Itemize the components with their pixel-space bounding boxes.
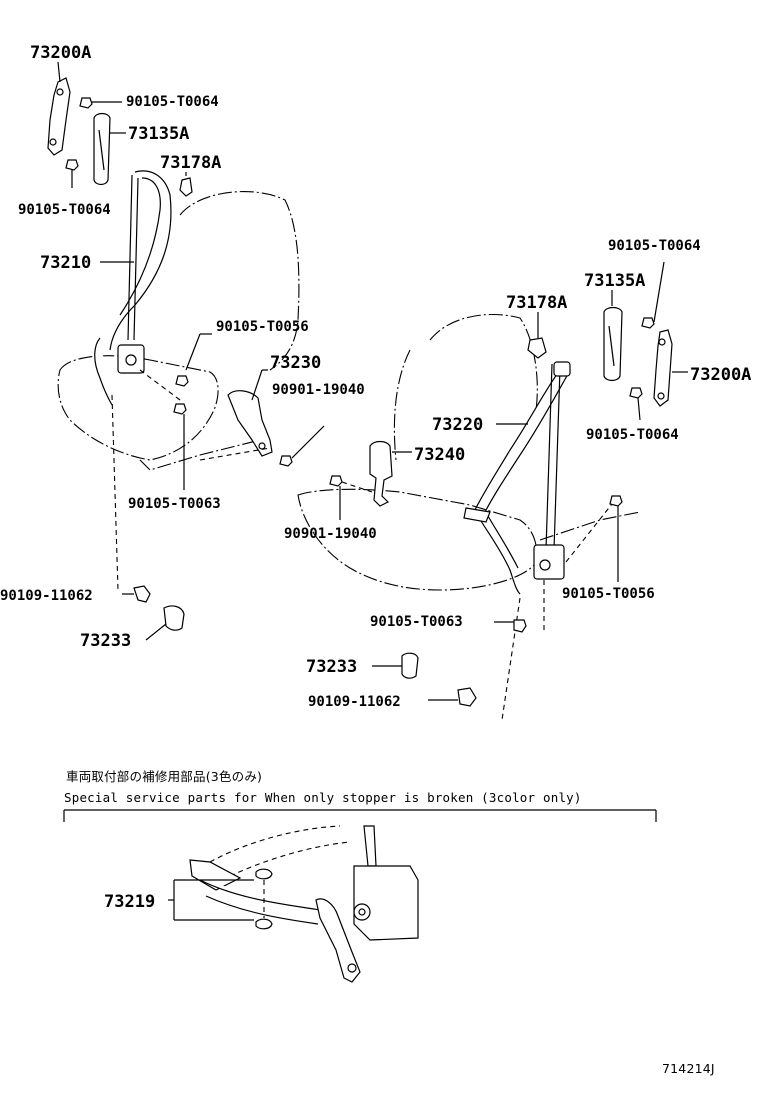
label-73200A-left: 73200A [30,43,91,63]
right-cap-73233[interactable] [372,652,419,679]
label-90105-T0063-left: 90105-T0063 [128,496,221,512]
label-73135A-right: 73135A [584,271,645,291]
label-73200A-right: 73200A [690,365,751,385]
left-buckle-73230[interactable] [227,369,273,457]
label-73240: 73240 [414,445,465,465]
label-73210: 73210 [40,253,91,273]
left-cover-73135A[interactable] [93,112,126,186]
label-90105-T0064-right-lower: 90105-T0064 [586,427,679,443]
service-parts-illustration [189,825,419,983]
left-shoulder-adjuster-73200A[interactable] [47,61,71,156]
left-cap-73233[interactable] [145,605,185,641]
label-90105-T0056-left: 90105-T0056 [216,319,309,335]
right-bolt-90109-11062[interactable] [428,687,477,707]
left-bolt-90109-11062[interactable] [122,585,151,603]
label-73219: 73219 [104,892,155,912]
right-cover-73135A[interactable] [603,290,623,382]
left-buckle-dashline [199,447,271,461]
left-bolt-90105-T0063[interactable] [173,403,187,490]
label-73135A-left: 73135A [128,124,189,144]
left-bolt-90105-T0064-lower[interactable] [65,159,79,188]
label-90105-T0064-right-upper: 90105-T0064 [608,238,701,254]
service-note-english: Special service parts for When only stop… [64,790,582,805]
service-bracket [63,809,657,822]
left-anchor-dashline [111,394,119,591]
right-seat-outline [297,313,641,591]
left-bolt-90105-T0064-upper[interactable] [79,97,122,109]
label-73178A-left: 73178A [160,153,221,173]
left-clip-73178A[interactable] [179,172,193,197]
label-90901-19040-right: 90901-19040 [284,526,377,542]
right-buckle-73240[interactable] [369,440,412,507]
figure-id: 714214J [662,1061,715,1076]
right-shoulder-adjuster-73200A[interactable] [653,329,688,407]
label-90105-T0064-left-lower: 90105-T0064 [18,202,111,218]
right-bolt-90105-T0056[interactable] [609,495,623,582]
left-buckle-bolt-90901-19040[interactable] [279,425,325,467]
left-retractor-bolt[interactable] [175,333,212,387]
right-retractor-dashline [565,503,613,563]
right-clip-73178A[interactable] [527,312,547,359]
left-belt-73210[interactable] [94,170,172,406]
label-73233-left: 73233 [80,631,131,651]
label-90105-T0056-right: 90105-T0056 [562,586,655,602]
right-buckle-bolt-90901-19040[interactable] [329,475,343,520]
label-73178A-right: 73178A [506,293,567,313]
right-buckle-dashline [341,481,373,493]
right-anchor-dashline [501,597,521,721]
right-bolt-90105-T0063[interactable] [494,619,527,633]
label-90109-11062-right: 90109-11062 [308,694,401,710]
label-90105-T0064-left-upper: 90105-T0064 [126,94,219,110]
right-bolt-90105-T0064-upper[interactable] [641,261,665,329]
service-leader-73219 [168,879,254,921]
label-90105-T0063-right: 90105-T0063 [370,614,463,630]
service-note-japanese: 車両取付部の補修用部品(3色のみ) [66,769,262,784]
label-73233-right: 73233 [306,657,357,677]
right-bolt-90105-T0064-lower[interactable] [629,387,643,421]
label-73230: 73230 [270,353,321,373]
right-belt-73220[interactable] [463,361,571,595]
left-retractor-dashline [139,369,181,401]
label-73220: 73220 [432,415,483,435]
label-90901-19040-left: 90901-19040 [272,382,365,398]
label-90109-11062-left: 90109-11062 [0,588,93,604]
